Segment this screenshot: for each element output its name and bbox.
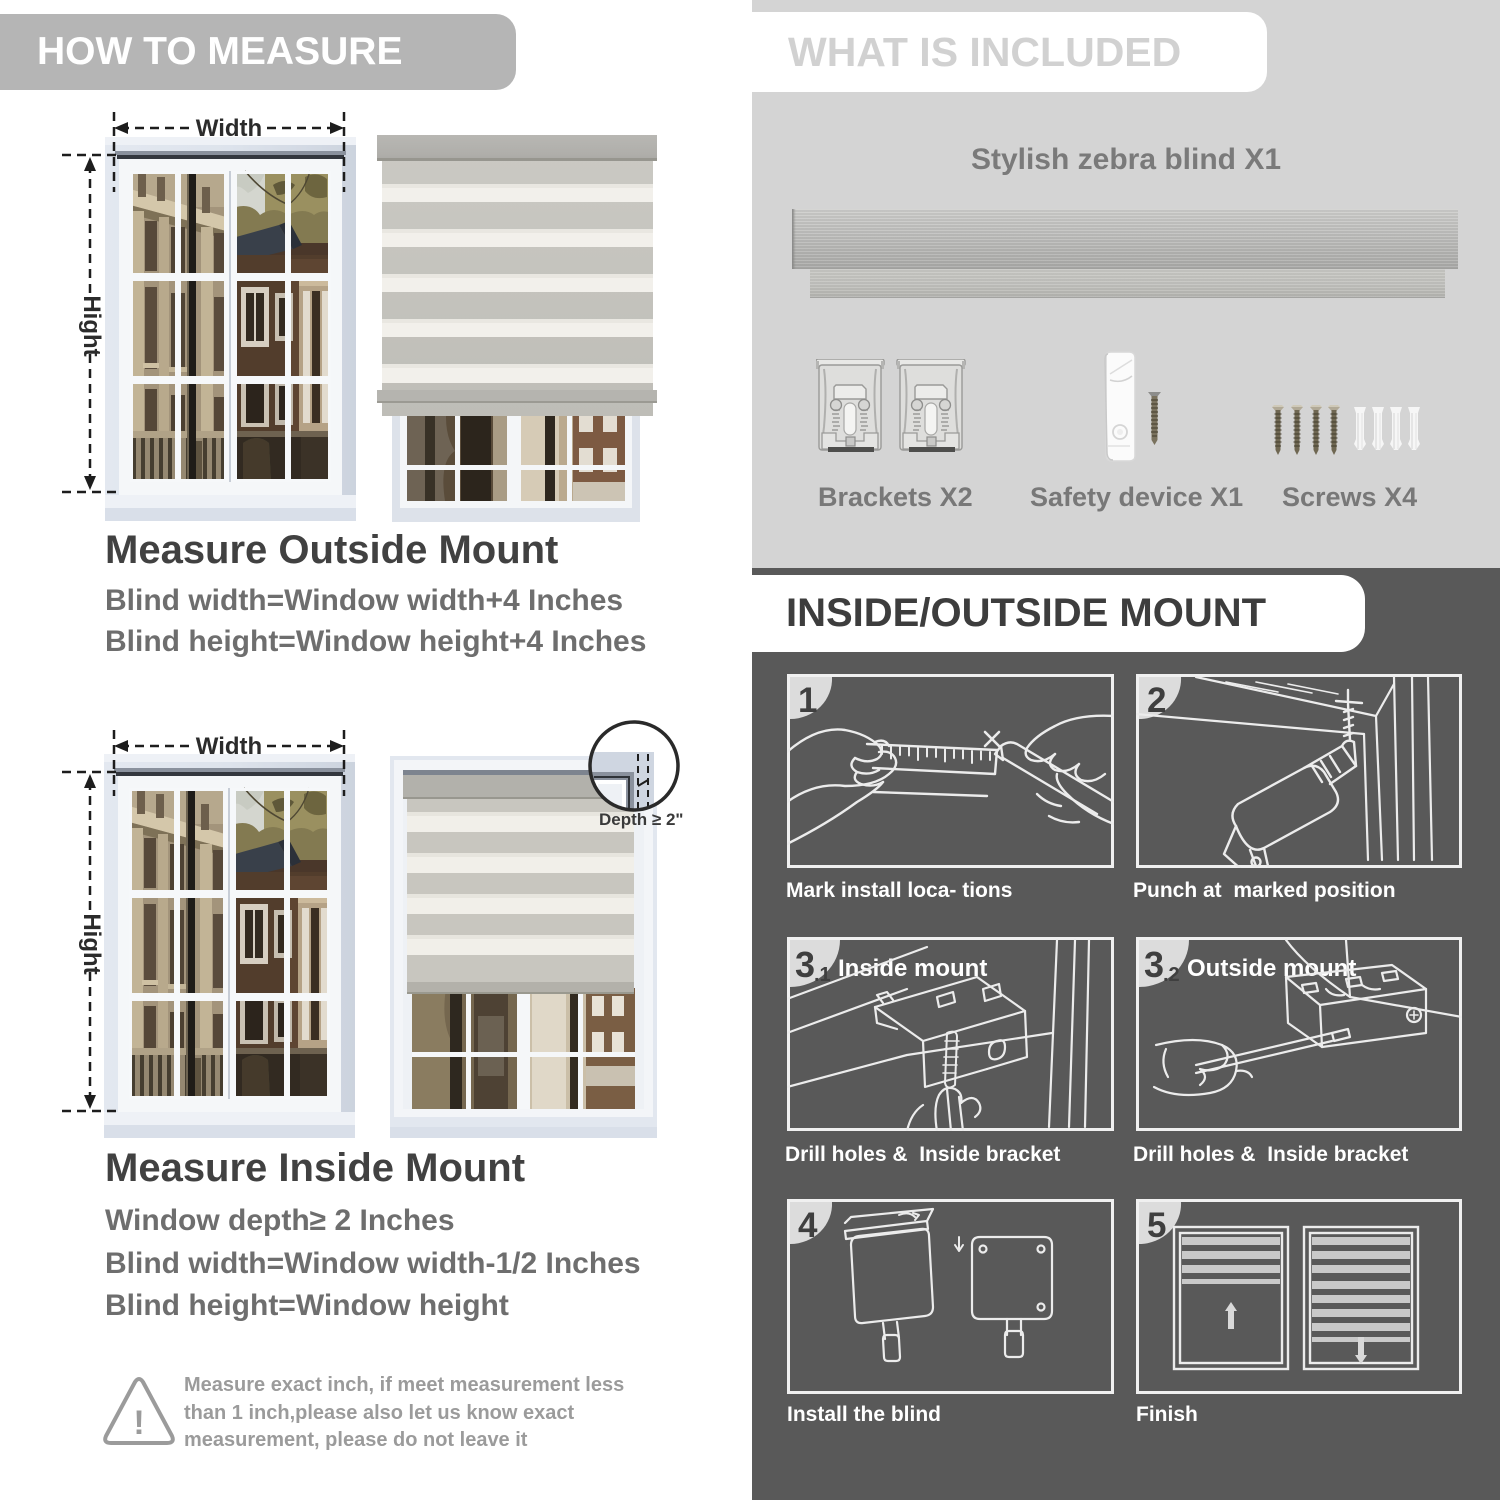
svg-text:Hight: Hight: [78, 913, 105, 974]
svg-text:3: 3: [795, 944, 815, 985]
svg-text:Width: Width: [196, 115, 262, 142]
svg-text:!: !: [133, 1404, 144, 1442]
svg-text:1: 1: [798, 681, 817, 720]
svg-text:3: 3: [1144, 944, 1164, 985]
svg-text:2: 2: [1147, 681, 1166, 720]
svg-text:Width: Width: [196, 733, 262, 760]
svg-text:Hight: Hight: [78, 295, 105, 356]
svg-text:.2: .2: [1163, 964, 1180, 986]
svg-text:5: 5: [1147, 1206, 1166, 1245]
svg-text:Outside mount: Outside mount: [1187, 955, 1356, 982]
svg-text:.1: .1: [814, 964, 831, 986]
svg-text:4: 4: [798, 1206, 818, 1245]
svg-text:Inside mount: Inside mount: [838, 955, 987, 982]
